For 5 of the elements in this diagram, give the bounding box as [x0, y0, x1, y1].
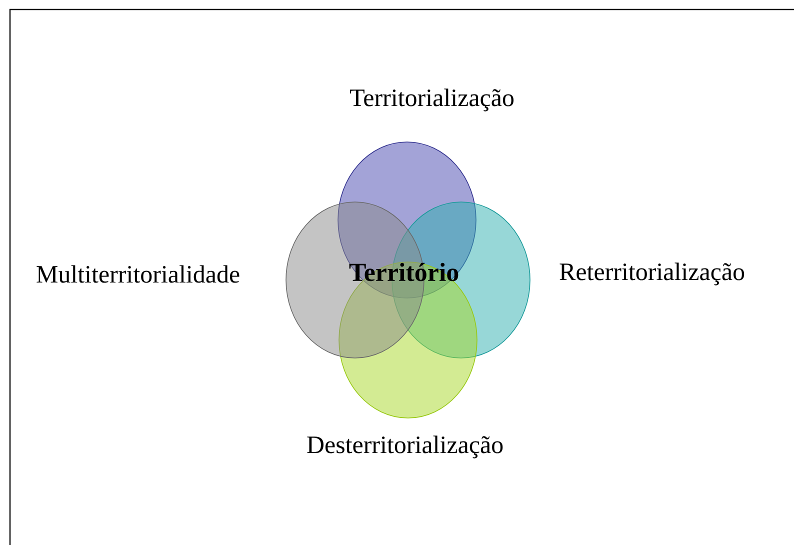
ellipse-label: Reterritorialização — [560, 262, 744, 286]
ellipse-label: Multiterritorialidade — [36, 265, 240, 283]
ellipse — [338, 262, 478, 418]
ellipse-label: Desterritorialização — [307, 436, 503, 458]
ellipse-label: Territorialização — [350, 88, 514, 112]
